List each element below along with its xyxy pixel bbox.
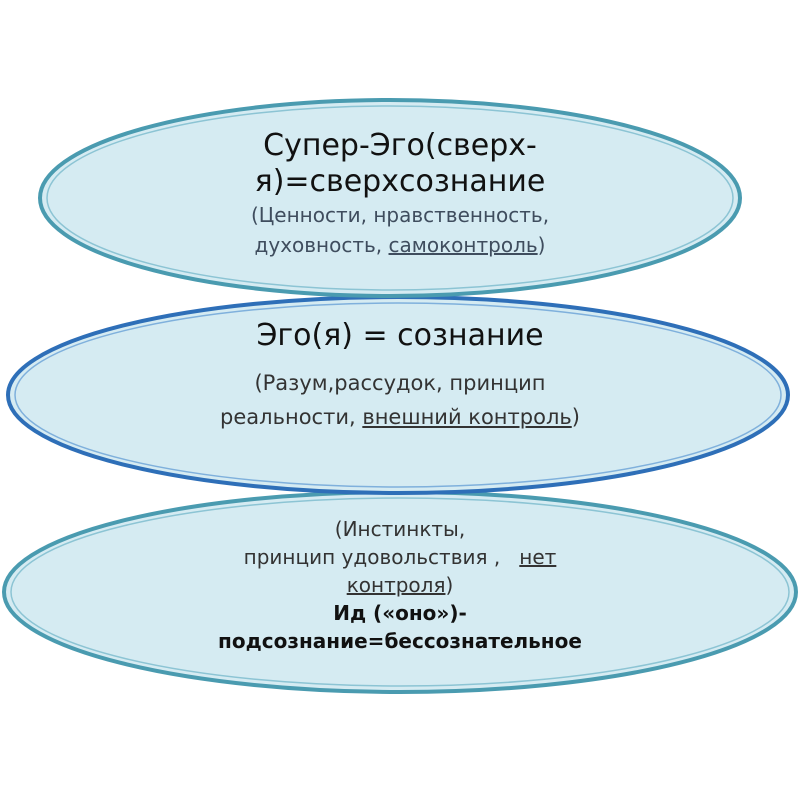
- super-ego-desc-line1: (Ценности, нравственность,: [250, 203, 550, 227]
- id-desc-close: ): [445, 573, 454, 597]
- id-desc-underlined-control: контроля: [346, 573, 446, 597]
- ego-title: Эго(я) = сознание: [256, 318, 544, 353]
- id-desc-underlined-net: нет: [519, 545, 557, 569]
- id-desc-plain: принцип удовольствия ,: [243, 545, 520, 569]
- id-ellipse-inner-ring: [10, 497, 790, 687]
- ego-desc-close: ): [571, 405, 580, 429]
- super-ego-desc-close: ): [537, 233, 546, 257]
- super-ego-ellipse: [38, 98, 742, 298]
- id-desc-line2: принцип удовольствия , нет: [110, 543, 690, 571]
- super-ego-desc-plain: духовность,: [254, 233, 389, 257]
- super-ego-desc-line2: духовность, самоконтроль): [150, 230, 650, 260]
- id-desc-line3: контроля): [110, 571, 690, 599]
- ego-desc-plain: реальности,: [220, 405, 363, 429]
- id-text: (Инстинкты, принцип удовольствия , нет к…: [110, 515, 690, 655]
- ego-desc-line1: (Разум,рассудок, принцип: [254, 371, 546, 395]
- id-title-line1: Ид («оно»)-: [333, 601, 467, 625]
- ego-text: Эго(я) = сознание (Разум,рассудок, принц…: [110, 318, 690, 434]
- ego-desc-underlined: внешний контроль: [362, 405, 572, 429]
- ego-desc-line2: реальности, внешний контроль): [110, 400, 690, 434]
- super-ego-title-line2: я)=сверхсознание: [254, 164, 546, 199]
- id-desc-line1: (Инстинкты,: [334, 517, 466, 541]
- super-ego-title-line1: Супер-Эго(сверх-: [263, 128, 537, 163]
- super-ego-ellipse-inner-ring: [46, 105, 734, 291]
- id-title-line2: подсознание=бессознательное: [218, 629, 582, 653]
- super-ego-desc-underlined: самоконтроль: [388, 233, 538, 257]
- super-ego-text: Супер-Эго(сверх- я)=сверхсознание (Ценно…: [150, 128, 650, 260]
- ego-ellipse-inner-ring: [14, 302, 782, 488]
